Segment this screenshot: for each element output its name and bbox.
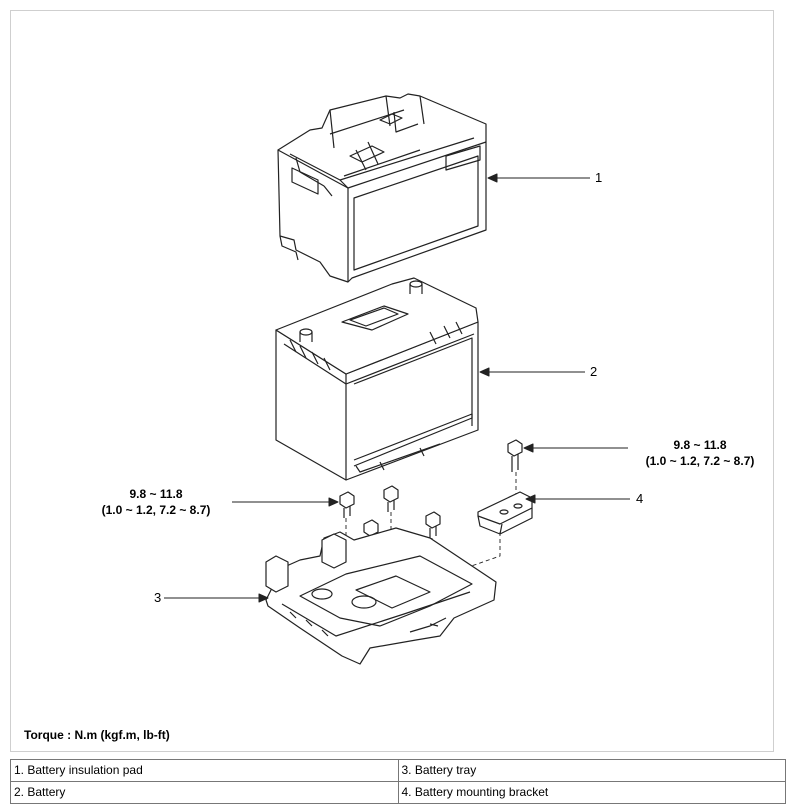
torque-spec-left: 9.8 ~ 11.8 (1.0 ~ 1.2, 7.2 ~ 8.7): [86, 486, 226, 518]
battery-drawing: [275, 277, 479, 481]
battery-tray-drawing: [265, 527, 497, 665]
leader-lines: [164, 173, 630, 603]
callout-4: 4: [636, 491, 644, 506]
bolt-left-1: [339, 491, 355, 518]
torque-right-value: 9.8 ~ 11.8: [673, 438, 727, 452]
callout-2: 2: [590, 364, 598, 379]
torque-left-conversion: (1.0 ~ 1.2, 7.2 ~ 8.7): [101, 503, 211, 517]
torque-right-conversion: (1.0 ~ 1.2, 7.2 ~ 8.7): [645, 454, 755, 468]
bolt-left-2: [383, 485, 399, 512]
legend-item-2: 2. Battery: [10, 781, 399, 804]
bolt-left-4: [425, 511, 441, 538]
bolt-right-top: [507, 439, 523, 472]
torque-units-note: Torque : N.m (kgf.m, lb-ft): [24, 728, 170, 742]
legend-item-4: 4. Battery mounting bracket: [397, 781, 786, 804]
table-row: 2. Battery 4. Battery mounting bracket: [10, 781, 786, 804]
legend-item-1: 1. Battery insulation pad: [10, 759, 399, 782]
figure-frame: [10, 10, 774, 752]
bolts-drawing: [339, 439, 523, 600]
callout-1: 1: [595, 170, 603, 185]
mounting-bracket-drawing: [477, 491, 533, 535]
torque-left-value: 9.8 ~ 11.8: [129, 487, 183, 501]
legend-item-3: 3. Battery tray: [397, 759, 786, 782]
torque-spec-right: 9.8 ~ 11.8 (1.0 ~ 1.2, 7.2 ~ 8.7): [630, 437, 770, 469]
parts-legend-table: 1. Battery insulation pad 3. Battery tra…: [10, 759, 786, 804]
insulation-pad-drawing: [277, 93, 487, 283]
callout-3: 3: [154, 590, 162, 605]
table-row: 1. Battery insulation pad 3. Battery tra…: [10, 759, 786, 782]
